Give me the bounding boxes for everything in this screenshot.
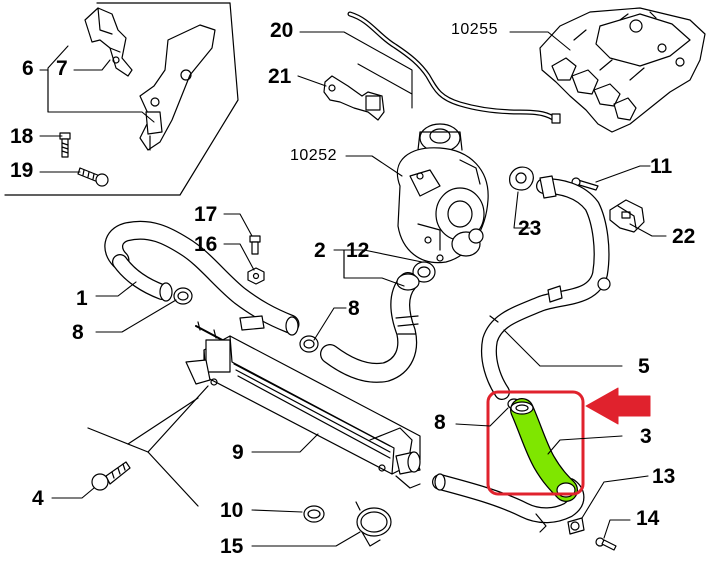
label-18: 18	[10, 125, 34, 148]
arrow-left-icon	[585, 387, 651, 425]
label-5: 5	[638, 355, 650, 378]
part-22-sensor	[610, 200, 644, 232]
label-2: 2	[314, 239, 326, 262]
label-1: 1	[76, 287, 88, 310]
label-9: 9	[232, 441, 244, 464]
part-10255-intake-manifold	[540, 8, 705, 132]
label-10252: 10252	[290, 147, 337, 164]
label-8-b: 8	[72, 321, 84, 344]
part-11-screw	[572, 178, 598, 190]
label-14: 14	[636, 507, 660, 530]
leader-bracket-lower-left	[87, 385, 209, 507]
label-13: 13	[652, 465, 676, 488]
label-3: 3	[640, 425, 652, 448]
label-4: 4	[32, 487, 44, 510]
part-7-mounting-bracket	[85, 8, 132, 76]
label-17: 17	[194, 203, 218, 226]
part-21-sensor-bracket	[324, 76, 384, 120]
part-12-gasket	[413, 262, 435, 282]
part-13-fitting	[568, 518, 584, 534]
part-17-bolt	[250, 236, 260, 254]
part-10252-turbocharger	[397, 124, 488, 263]
highlight-frame	[486, 390, 585, 496]
leader-lines	[39, 31, 667, 547]
part-16-nut	[248, 268, 264, 284]
part-19-screw	[78, 168, 108, 186]
part-2-hose	[330, 274, 419, 373]
part-15-hose-clamp	[356, 502, 391, 546]
label-20: 20	[270, 19, 294, 42]
part-3-highlighted-hose	[511, 402, 575, 497]
label-10255: 10255	[451, 21, 498, 38]
label-8-c: 8	[434, 411, 446, 434]
part-8-clamp-a	[174, 288, 192, 304]
part-23-gasket	[510, 167, 534, 190]
part-18-bolt	[60, 133, 70, 157]
label-23: 23	[518, 217, 542, 240]
part-10-clamp	[304, 506, 324, 522]
label-21: 21	[268, 65, 292, 88]
label-10: 10	[220, 499, 244, 522]
label-12: 12	[346, 239, 370, 262]
label-6: 6	[22, 57, 34, 80]
part-1-hose	[114, 230, 298, 335]
part-14-screw	[596, 538, 616, 550]
part-6-support-bracket	[140, 25, 215, 150]
label-16: 16	[194, 233, 218, 256]
label-7: 7	[56, 57, 68, 80]
label-15: 15	[220, 535, 244, 558]
part-20-pipe	[350, 14, 560, 123]
part-9-intercooler	[186, 322, 420, 488]
part-5-pipe	[489, 176, 610, 392]
bracket-box-outline	[4, 2, 239, 196]
label-11: 11	[650, 155, 673, 178]
label-8-a: 8	[348, 297, 360, 320]
part-9-outlet-pipe	[435, 474, 577, 532]
part-4-bolt	[92, 462, 130, 490]
label-22: 22	[672, 225, 696, 248]
label-19: 19	[10, 159, 34, 182]
